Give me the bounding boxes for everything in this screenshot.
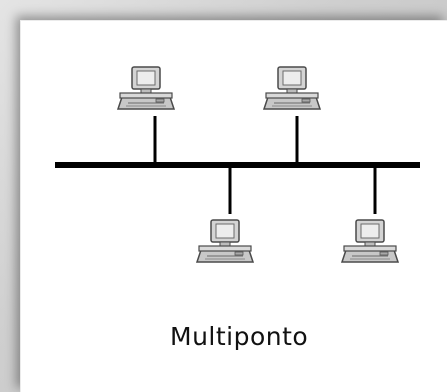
- computer-3-icon: [196, 219, 254, 263]
- computer-1-icon: [117, 66, 175, 110]
- computer-2-icon: [263, 66, 321, 110]
- diagram-caption: Multiponto: [170, 322, 309, 351]
- computer-4-icon: [341, 219, 399, 263]
